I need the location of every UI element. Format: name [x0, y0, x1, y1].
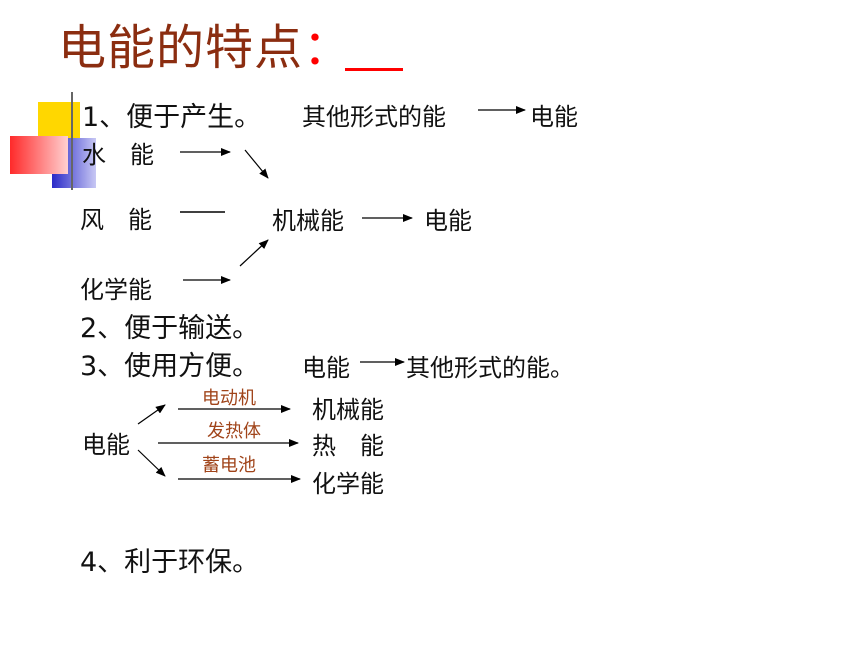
- arrow-branch-up: [137, 404, 166, 425]
- output-chemical: 化学能: [312, 470, 384, 498]
- target-electric: 电能: [424, 207, 472, 235]
- source-wind: 风 能: [80, 206, 152, 234]
- arrow-branch-down: [137, 449, 166, 477]
- point-1-target: 电能: [530, 103, 578, 131]
- source-chemical: 化学能: [80, 276, 152, 304]
- title-underline: [345, 68, 403, 71]
- point-3-source: 电能: [302, 354, 350, 382]
- point-1-heading: 1、便于产生。: [82, 102, 262, 133]
- page-title: 电能的特点：: [58, 8, 352, 78]
- point-2-heading: 2、便于输送。: [80, 313, 260, 344]
- device-battery: 蓄电池: [202, 455, 256, 476]
- output-heat: 热 能: [312, 432, 384, 460]
- point-3-heading: 3、使用方便。: [80, 351, 260, 382]
- device-motor: 电动机: [202, 388, 256, 409]
- point-1-source: 其他形式的能: [302, 103, 446, 131]
- arrow-chem-diag: [239, 239, 269, 267]
- diagram2-source: 电能: [82, 431, 130, 459]
- arrow-water-diag: [244, 149, 269, 179]
- point-4-heading: 4、利于环保。: [80, 547, 260, 578]
- title-colon: ：: [303, 20, 353, 76]
- output-mechanical: 机械能: [312, 396, 384, 424]
- middle-mechanical: 机械能: [272, 207, 344, 235]
- point-3-target: 其他形式的能。: [406, 354, 574, 382]
- title-text: 电能的特点: [58, 20, 304, 76]
- source-water: 水 能: [82, 141, 154, 169]
- device-heater: 发热体: [207, 421, 261, 442]
